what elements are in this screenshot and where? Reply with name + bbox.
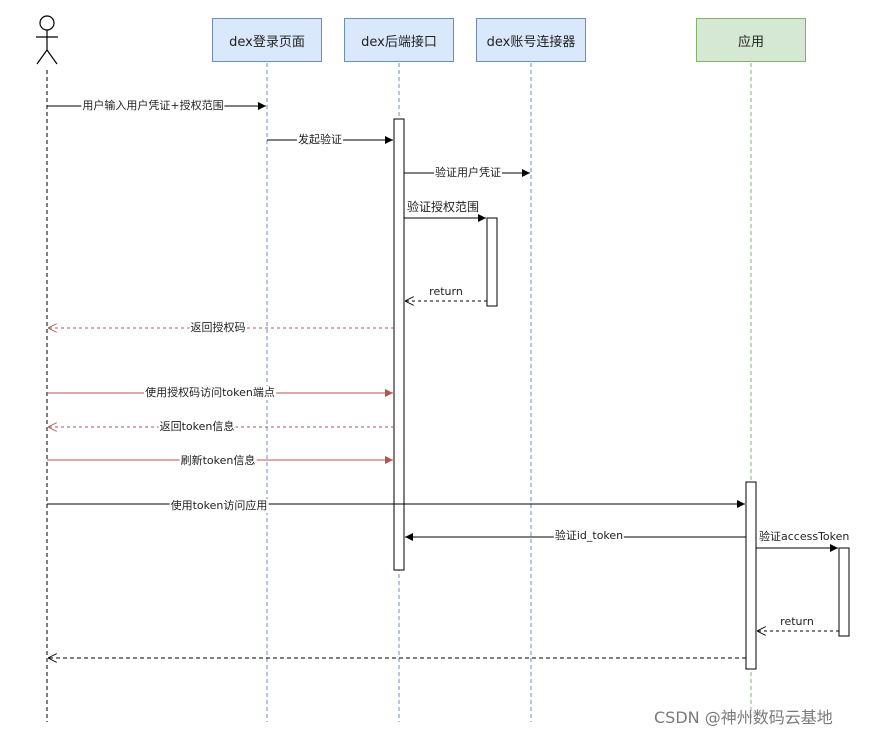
participant-login-page: dex登录页面 (212, 18, 322, 62)
participant-login-page-label: dex登录页面 (229, 34, 305, 50)
participant-application-label: 应用 (737, 34, 764, 50)
watermark-text: CSDN @神州数码云基地 (654, 708, 833, 727)
message-label-m2: 发起验证 (297, 133, 343, 147)
participant-backend-api-label: dex后端接口 (361, 34, 437, 50)
participant-application: 应用 (696, 18, 806, 62)
message-label-m13: return (779, 615, 815, 629)
activation-backend-api (393, 118, 405, 571)
message-label-m5: return (428, 285, 464, 299)
message-label-m8: 返回token信息 (158, 420, 236, 434)
message-label-m12: 验证accessToken (758, 530, 851, 544)
activation-application (745, 481, 757, 670)
message-label-m4: 验证授权范围 (406, 200, 481, 214)
activation-backend-self (486, 217, 498, 307)
message-label-m6: 返回授权码 (189, 321, 247, 335)
message-label-m9: 刷新token信息 (179, 454, 257, 468)
participant-account-connector: dex账号连接器 (476, 18, 586, 62)
participant-backend-api: dex后端接口 (344, 18, 454, 62)
message-label-m11: 验证id_token (553, 529, 625, 543)
message-label-m10: 使用token访问应用 (169, 499, 269, 513)
participant-account-connector-label: dex账号连接器 (486, 34, 576, 50)
message-label-m1: 用户输入用户凭证+授权范围 (81, 99, 225, 113)
message-label-m7: 使用授权码访问token端点 (144, 386, 276, 400)
user-actor-icon (36, 15, 58, 65)
message-label-m3: 验证用户凭证 (434, 166, 502, 180)
activation-application-self (838, 547, 850, 637)
